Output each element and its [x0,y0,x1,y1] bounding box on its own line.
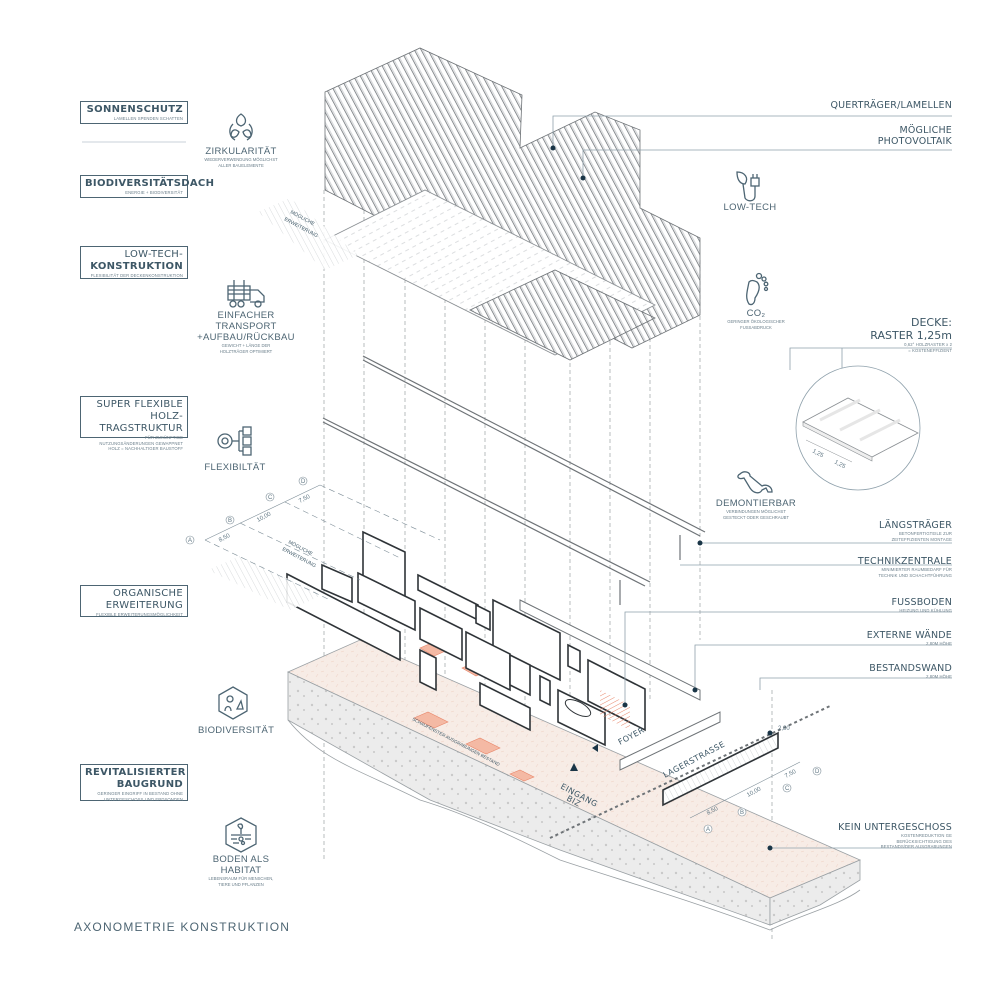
axis-letter-c-right: C [785,786,790,792]
gear-checklist-icon [217,426,252,456]
label-externe-waende: EXTERNE WÄNDE 2,80M HÖHE [866,630,952,646]
floor-heating [600,690,630,730]
label-box-sonnenschutz: SONNENSCHUTZ LAMELLEN SPENDEN SCHATTEN [80,101,188,124]
expansion-hatch-mid [208,556,322,610]
icon-block-co2: CO₂ GERINGER ÖKOLOGISCHER FUSSABDRUCK [716,272,796,330]
axis-letter-a: A [188,538,192,544]
label-box-biodiversitaetsdach: BIODIVERSITÄTSDACH ENERGIE + BIODIVERSIT… [80,175,214,198]
axis-spacing-3: 7,50 [298,494,312,505]
axis-letter-b-right: B [740,810,744,816]
axis-marker-b [225,515,235,525]
ground-bottom-edge [287,719,861,931]
timber-truck-icon [227,280,265,308]
soil-layer-right [769,859,861,926]
foyer-arrow [592,744,598,752]
grid-axis-left [204,484,441,601]
axis-letter-c: C [268,495,273,501]
axis-spacing-2: 10,00 [256,511,273,524]
icon-block-transport: EINFACHER TRANSPORT +AUFBAU/RÜCKBAU GEWI… [196,276,296,354]
co2-footprint-icon [746,272,769,306]
axis-marker-a [185,535,195,545]
detail-dim-1: 1,25 [811,448,825,459]
diagram-title: AXONOMETRIE KONSTRUKTION [74,920,291,934]
label-bestandswand: BESTANDSWAND 2,80M HÖHE [869,663,952,679]
biodiversity-hexagon-icon [218,686,248,720]
axis-letter-a-right: A [706,827,710,833]
leader-lines [552,115,952,849]
ceiling-detail-circle: 1,25 1,25 [795,348,921,491]
soil-habitat-hexagon-icon [225,817,257,853]
icon-block-biodiversitaet: BIODIVERSITÄT [198,685,274,736]
guide-lines [323,190,773,940]
icon-block-flexibilitaet: FLEXIBILTÄT [200,424,270,473]
grid-axis-left-markers [185,476,308,545]
label-box-low-tech-konstruktion: LOW-TECH- KONSTRUKTION FLEXIBILITÄT DER … [80,246,188,279]
icon-block-low-tech: LOW-TECH [720,168,780,213]
leaf-plug-icon [736,171,760,202]
label-decke-raster: DECKE: RASTER 1,25m 0,62° HOLZRASTER x 2… [870,316,952,353]
detail-dim-2: 1,25 [833,459,847,470]
axis-letter-d-right: D [815,769,820,775]
wrench-icon [737,471,773,494]
label-box-revitalisierter-baugrund: REVITALISIERTER BAUGRUND GERINGER EINGRI… [80,764,188,802]
icon-block-zirkularitaet: ZIRKULARITÄT WIEDERVERWENDUNG MÖGLICHST … [196,110,286,168]
axis-spacing-1: 8,50 [218,533,232,544]
label-fussboden: FUSSBODEN HEIZUNG UND KÜHLUNG [891,597,952,613]
grid-axis-right [689,761,801,819]
label-photovoltaik: MÖGLICHE PHOTOVOLTAIK [877,125,952,147]
grid-axis-right-markers [703,766,822,834]
deck-lamellen [469,269,656,361]
axis-letter-d: D [301,479,306,485]
axis-marker-d [298,476,308,486]
label-laengstraeger: LÄNGSTRÄGER BETONFERTIGTEILE ZUR ZEITEFF… [878,520,952,542]
technik-logo [564,699,592,717]
icon-block-demontierbar: DEMONTIERBAR VERBINDUNGEN MÖGLICHST GEST… [714,468,798,520]
entrance-arrow [570,763,578,771]
label-kein-untergeschoss: KEIN UNTERGESCHOSS KOSTENREDUKTION GE BE… [838,822,952,849]
bestandswand [662,731,779,807]
recycle-leaves-icon [229,113,253,141]
laengstraeger [322,355,706,605]
height-label: 2,80 [778,726,790,732]
label-box-holz-tragstruktur: SUPER FLEXIBLE HOLZ-TRAGSTRUKTUR FÜR ZUK… [80,396,188,451]
icon-block-boden-als-habitat: BODEN ALS HABITAT LEBENSRAUM FÜR MENSCHE… [196,816,286,887]
external-walls [519,599,721,771]
axis-spacing-1-right: 8,50 [706,806,720,817]
axis-spacing-3-right: 7,50 [784,769,798,780]
axis-letter-b: B [228,518,232,524]
label-technikzentrale: TECHNIKZENTRALE MINIMIERTER RAUMBEDARF F… [857,556,952,578]
label-quertraeger: QUERTRÄGER/LAMELLEN [830,100,952,111]
foyer-label: FOYER [617,725,646,746]
label-box-organische-erweiterung: ORGANISCHE ERWEITERUNG FLEXIBLE ERWEITER… [80,585,188,617]
expansion-hatch-top [258,198,358,270]
axis-marker-c [265,492,275,502]
